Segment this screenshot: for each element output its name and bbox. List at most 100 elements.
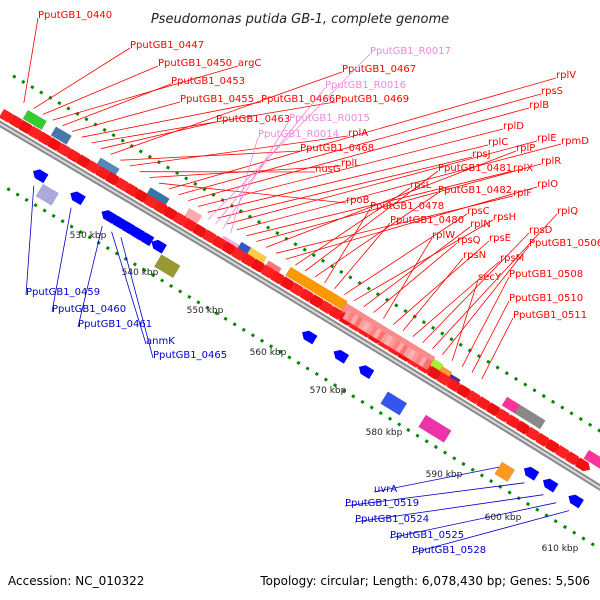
guide-dot [293, 242, 298, 247]
forward-cds-arrow [172, 212, 189, 226]
guide-dot [330, 264, 335, 269]
forward-gene-label: PputGB1_0455 [180, 94, 254, 105]
forward-cds-arrow [505, 414, 522, 429]
guide-dot [495, 365, 500, 370]
guide-dot [532, 388, 537, 393]
map-title: Pseudomonas putida GB-1, complete genome [151, 12, 449, 27]
ribosomal-gene-block [422, 358, 433, 371]
forward-gene-label: rplN [470, 219, 491, 230]
guide-dot [84, 117, 89, 122]
gene-feature-box [50, 126, 72, 145]
ribosomal-gene-block [369, 325, 380, 338]
guide-dot [525, 501, 531, 507]
guide-dot [111, 133, 116, 138]
forward-gene-label: PputGB1_0447 [130, 40, 204, 51]
guide-dot [51, 213, 56, 218]
leader-line [100, 121, 217, 150]
guide-dot [259, 338, 265, 343]
guide-dot [394, 303, 399, 308]
leader-line [33, 47, 131, 110]
reverse-gene-label: PputGB1_0459 [26, 287, 100, 298]
tick-label: 570 kbp [310, 386, 347, 396]
leader-line [25, 185, 35, 296]
guide-dot [366, 286, 371, 291]
guide-dot [588, 422, 593, 427]
forward-gene-label: rpsM [500, 253, 524, 264]
forward-cds-arrow [318, 300, 335, 314]
guide-dot [486, 359, 491, 364]
forward-cds-arrow [476, 396, 492, 411]
guide-dot [169, 283, 174, 289]
leader-line [373, 242, 458, 313]
forward-gene-label: rplE [537, 133, 557, 144]
leader-line [402, 257, 464, 331]
leader-line [23, 17, 39, 104]
forward-cds-arrow [18, 120, 34, 134]
leader-line [354, 494, 544, 523]
guide-dot [278, 349, 283, 354]
reverse-cds-arrow [302, 330, 318, 345]
leader-line [207, 144, 489, 213]
forward-cds-arrow [250, 258, 267, 273]
forward-gene-label: PputGB1_0468 [300, 143, 374, 154]
guide-dot [424, 439, 429, 444]
ribosomal-gene-block [376, 330, 387, 343]
guide-dot [572, 530, 577, 535]
forward-gene-label: secY [478, 272, 502, 283]
leader-line [217, 156, 473, 219]
leader-line [51, 207, 72, 313]
forward-cds-arrow [143, 194, 160, 209]
forward-cds-arrow [192, 223, 208, 238]
ribosomal-gene-block [361, 321, 372, 333]
guide-dot [360, 399, 365, 404]
ribosomal-gene-block [406, 349, 418, 361]
forward-gene-label: rplF [513, 188, 532, 199]
forward-gene-label: rpsH [493, 212, 516, 223]
forward-cds-arrow [535, 432, 551, 447]
forward-gene-label: PputGB1_0481 [438, 163, 512, 174]
forward-cds-arrow [153, 200, 169, 215]
leader-line [481, 317, 514, 380]
guide-dot [30, 85, 35, 90]
guide-dot [479, 473, 484, 478]
guide-dot [256, 220, 262, 225]
forward-gene-label: rplW [432, 230, 455, 241]
forward-cds-arrow [555, 445, 571, 459]
forward-gene-label: rplA [348, 128, 368, 139]
leader-line [111, 231, 147, 345]
forward-gene-label: rpsN [463, 250, 486, 261]
guide-dot [102, 127, 107, 132]
leader-line [42, 65, 159, 115]
leader-line [295, 187, 411, 266]
forward-cds-arrow [525, 426, 541, 441]
guide-dot [431, 325, 436, 330]
guide-dot [305, 366, 310, 371]
reverse-gene-label: PputGB1_0528 [412, 545, 486, 556]
guide-dot [597, 428, 600, 433]
forward-gene-label: rplQ [557, 206, 578, 217]
guide-dot [415, 433, 420, 438]
tick-label: 550 kbp [187, 306, 224, 316]
leader-line [451, 279, 479, 361]
forward-gene-label: rpsQ [457, 235, 481, 246]
rna-gene-label: PputGB1_R0014 [258, 129, 339, 140]
guide-dot [66, 106, 71, 111]
guide-dot [241, 327, 246, 332]
forward-gene-label: PputGB1_0480 [390, 215, 464, 226]
leader-line [471, 300, 510, 373]
leader-line [442, 245, 530, 355]
guide-dot [470, 467, 475, 472]
ribosomal-gene-block [350, 314, 361, 326]
leader-line [363, 226, 471, 308]
reverse-cds-arrow [333, 349, 350, 364]
reverse-gene-label: anmK [146, 336, 175, 347]
guide-dot [560, 405, 565, 410]
forward-cds-arrow [114, 177, 131, 192]
forward-gene-label: nusG [315, 164, 341, 175]
leader-line [178, 93, 542, 196]
forward-cds-arrow [8, 114, 24, 129]
ribosomal-gene-block [380, 332, 391, 345]
leader-line [81, 101, 262, 138]
guide-dot [6, 187, 11, 192]
reverse-gene-label: PputGB1_0524 [355, 514, 429, 525]
